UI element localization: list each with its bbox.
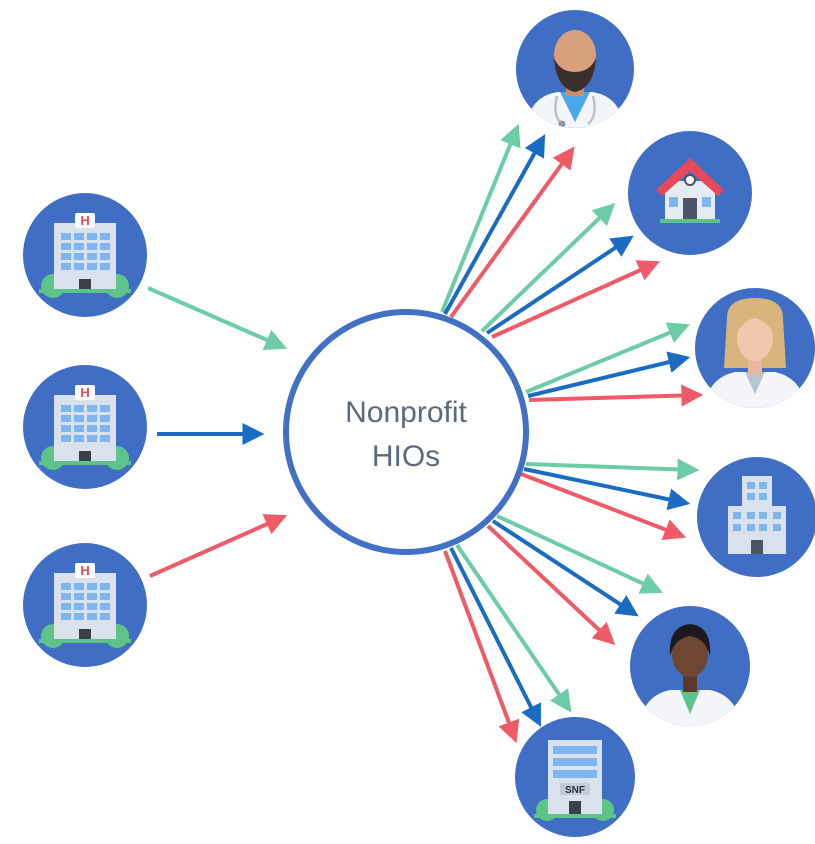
outgoing-arrow-red: [486, 524, 616, 646]
hospital-source-3: H: [23, 543, 147, 667]
hub-label-line1: Nonprofit: [345, 396, 467, 429]
outgoing-arrow-red: [443, 550, 520, 744]
destination-female-doctor: [695, 288, 815, 408]
outgoing-arrows: [440, 123, 704, 744]
destination-bearded-doctor: [516, 10, 634, 128]
outgoing-arrow-green: [525, 458, 700, 481]
svg-text:H: H: [80, 563, 89, 578]
office-building-icon: [697, 457, 815, 577]
black-female-doctor-icon: [630, 606, 750, 726]
destination-office-building: [697, 457, 815, 577]
outgoing-arrow-red: [491, 260, 661, 339]
incoming-arrows: [147, 286, 288, 578]
outgoing-arrow-red: [520, 472, 687, 540]
hub-node: Nonprofit HIOs: [283, 309, 529, 555]
outgoing-arrow-blue: [485, 235, 634, 335]
destination-house: [628, 131, 752, 255]
outgoing-arrow-blue: [443, 134, 546, 315]
outgoing-arrow-green: [496, 514, 663, 594]
outgoing-arrow-blue: [491, 519, 639, 617]
hospital-icon: H: [23, 365, 147, 489]
bearded-doctor-icon: [516, 10, 634, 128]
outgoing-arrow-red: [449, 146, 575, 319]
snf-label: SNF: [565, 785, 585, 796]
hospital-source-2: H: [23, 365, 147, 489]
outgoing-arrow-red: [528, 384, 704, 407]
destination-skilled-nursing-facility: SNF: [515, 717, 635, 837]
outgoing-arrow-green: [440, 123, 521, 313]
outgoing-arrow-green: [480, 202, 616, 333]
house-icon: [628, 131, 752, 255]
outgoing-arrow-blue: [449, 547, 541, 727]
svg-text:H: H: [80, 213, 89, 228]
svg-text:H: H: [80, 385, 89, 400]
outgoing-arrow-blue: [523, 467, 691, 511]
hub-label-line2: HIOs: [372, 440, 440, 473]
hospital-icon: H: [23, 543, 147, 667]
nursing-facility-icon: SNF: [515, 717, 635, 837]
incoming-arrow-red: [149, 514, 288, 578]
outgoing-arrow-green: [455, 543, 572, 713]
hospital-source-1: H: [23, 193, 147, 317]
incoming-arrow-green: [147, 286, 288, 351]
outgoing-arrow-green: [525, 322, 691, 394]
destination-black-female-doctor: [630, 606, 750, 726]
hospital-icon: H: [23, 193, 147, 317]
female-doctor-icon: [695, 288, 815, 408]
outgoing-arrow-blue: [527, 351, 691, 398]
